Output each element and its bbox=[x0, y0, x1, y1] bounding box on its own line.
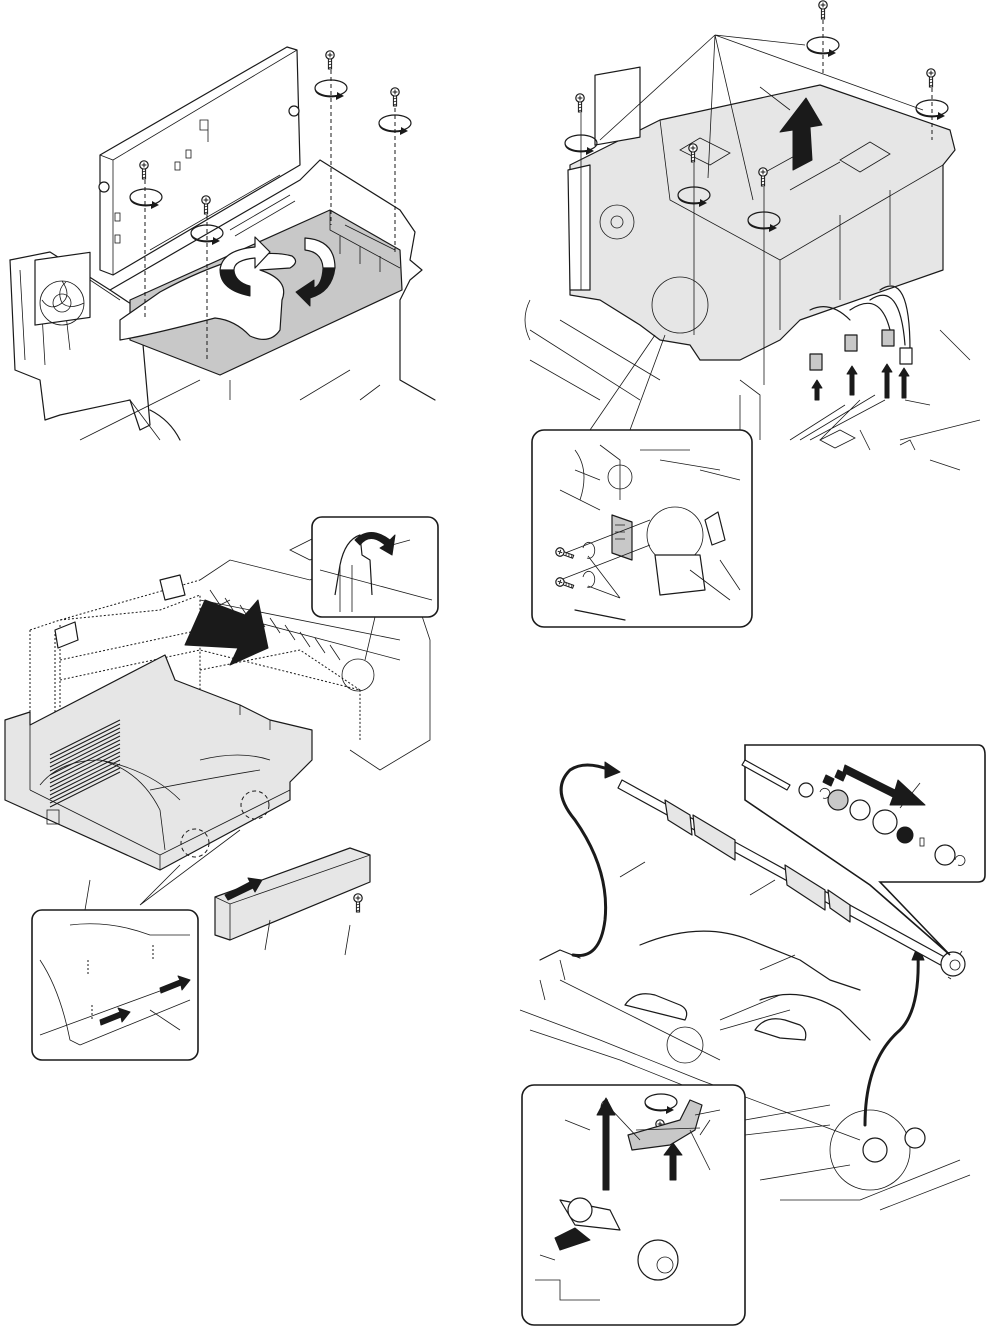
inset-bracket-e-ring bbox=[521, 1084, 746, 1326]
figure-rear-cover-installation bbox=[4, 516, 439, 1061]
inset-sensor-bracket-content bbox=[554, 444, 741, 621]
screw-group bbox=[129, 50, 412, 360]
screw-icon bbox=[926, 68, 936, 88]
figure-unit-lift-out bbox=[524, 0, 981, 628]
connector-icon bbox=[844, 334, 858, 352]
board-panel bbox=[99, 46, 301, 276]
rotate-arrow-icon bbox=[295, 237, 336, 307]
connector-icon bbox=[899, 347, 913, 365]
latch-release-arrow-icon bbox=[354, 532, 396, 556]
vent-grille bbox=[49, 719, 121, 808]
screw-group bbox=[564, 0, 949, 385]
rotate-arrow-icon bbox=[806, 36, 840, 58]
connector-icon bbox=[809, 353, 823, 371]
rotate-arrow-icon bbox=[219, 236, 271, 297]
rotate-arrow-icon bbox=[314, 79, 348, 101]
screw-icon bbox=[575, 93, 585, 113]
fan-icon bbox=[34, 251, 91, 326]
feed-roller-shaft bbox=[617, 779, 966, 980]
screw-icon bbox=[818, 0, 828, 20]
inset-bracket-e-ring-content bbox=[535, 1093, 721, 1301]
screw-icon bbox=[353, 893, 363, 913]
screw-icon bbox=[325, 50, 335, 70]
connector-icon bbox=[881, 329, 895, 347]
unit-body bbox=[569, 84, 956, 361]
screw-icon bbox=[390, 87, 400, 107]
fan-icon bbox=[594, 66, 641, 240]
lift-arrow-icon bbox=[779, 97, 823, 171]
connector-group bbox=[789, 329, 931, 441]
lift-arrow-icon bbox=[663, 1142, 683, 1181]
lift-arrow-icon bbox=[596, 1097, 616, 1191]
side-bar bbox=[214, 847, 371, 941]
slide-arrow-icon bbox=[842, 764, 926, 806]
inset-latch-detail bbox=[311, 516, 439, 618]
insert-arrow-icon bbox=[184, 599, 269, 666]
figure-shield-removal bbox=[9, 46, 436, 441]
curved-arrow-icon bbox=[863, 953, 920, 1127]
figure-feed-roller-removal bbox=[519, 744, 986, 1326]
curved-arrow-icon bbox=[559, 763, 612, 958]
